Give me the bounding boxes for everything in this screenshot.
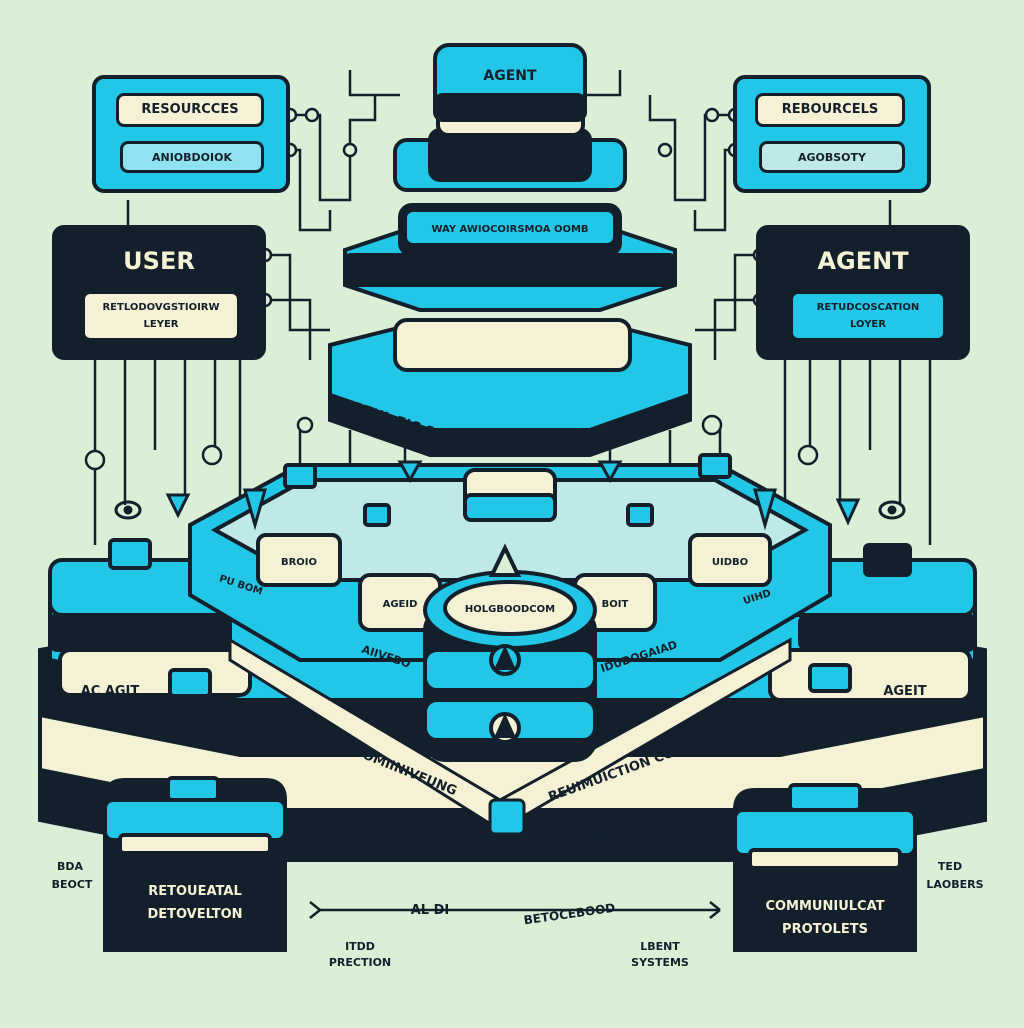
tile-2-label: AGEID <box>383 599 418 610</box>
bottom-left-block <box>103 776 287 952</box>
resources-chip-left: RESOURCCES <box>116 93 264 127</box>
left-tray <box>48 538 252 698</box>
resources-subchip-left-label: ANIOBDOIOK <box>152 151 232 164</box>
left-note-1: BDA <box>57 860 84 873</box>
center-label-2: BETOCEBOOD <box>523 901 616 928</box>
left-block-line-2: DETOVELTON <box>147 907 242 922</box>
left-agent-label: AC AGIT <box>81 684 140 699</box>
resources-subchip-right: AGOBSOTY <box>759 141 905 173</box>
tile-4-label: UIDBO <box>712 557 748 568</box>
database-cylinder <box>423 543 597 762</box>
top-right-resources-panel: REBOURCELS AGOBSOTY <box>733 75 931 193</box>
eye-icons <box>114 500 906 520</box>
foot-left-2: PRECTION <box>329 956 391 969</box>
foot-right-1: LBENT <box>640 940 680 953</box>
agent-box: AGENT RETUDCOSCATION LOYER <box>756 225 970 360</box>
foot-left-1: ITDD <box>345 940 375 953</box>
resources-subchip-left: ANIOBDOIOK <box>120 141 264 173</box>
agent-title: AGENT <box>817 247 909 275</box>
right-agent-label: AGEIT <box>883 684 926 699</box>
bottom-right-block <box>733 783 917 952</box>
right-tray <box>768 543 977 702</box>
user-sub-line-2: LEYER <box>143 319 179 330</box>
tile-1-label: BROIO <box>281 557 317 568</box>
stack-top-label: AGENT <box>483 68 537 84</box>
central-stack <box>328 43 692 522</box>
right-note-1: TED <box>938 860 962 873</box>
user-box: USER RETLODOVGSTIOIRW LEYER <box>52 225 266 360</box>
left-note-2: BEOCT <box>52 878 93 891</box>
agent-sub-line-2: LOYER <box>850 319 886 330</box>
user-title: USER <box>123 247 195 275</box>
resources-chip-right-label: REBOURCELS <box>781 102 879 117</box>
resources-chip-right: REBOURCELS <box>755 93 905 127</box>
top-left-resources-panel: RESOURCCES ANIOBDOIOK <box>92 75 290 193</box>
tile-3-label: BOIT <box>602 599 629 610</box>
diamond-icons <box>165 460 861 531</box>
left-block-line-1: RETOUEATAL <box>148 884 242 899</box>
stack-mid-label: WAY AWIOCOIRSMOA OOMB <box>431 224 588 235</box>
agent-sub-line-1: RETUDCOSCATION <box>816 302 920 313</box>
cylinder-label: HOLGBOODCOM <box>465 604 555 615</box>
right-block-line-2: PROTOLETS <box>782 922 868 937</box>
user-sub-line-1: RETLODOVGSTIOIRW <box>102 302 220 313</box>
main-platform <box>188 453 832 662</box>
right-block-line-1: COMMUNIULCAT <box>765 899 884 914</box>
center-label-1: AL DI <box>411 903 450 918</box>
foot-right-2: SYSTEMS <box>631 956 689 969</box>
front-strip <box>228 637 792 836</box>
resources-chip-left-label: RESOURCCES <box>141 102 239 117</box>
right-note-2: LAOBERS <box>926 878 983 891</box>
agent-sublayer-chip: RETUDCOSCATION LOYER <box>790 291 946 341</box>
user-sublayer-chip: RETLODOVGSTIOIRW LEYER <box>82 291 240 341</box>
resources-subchip-right-label: AGOBSOTY <box>797 151 867 164</box>
